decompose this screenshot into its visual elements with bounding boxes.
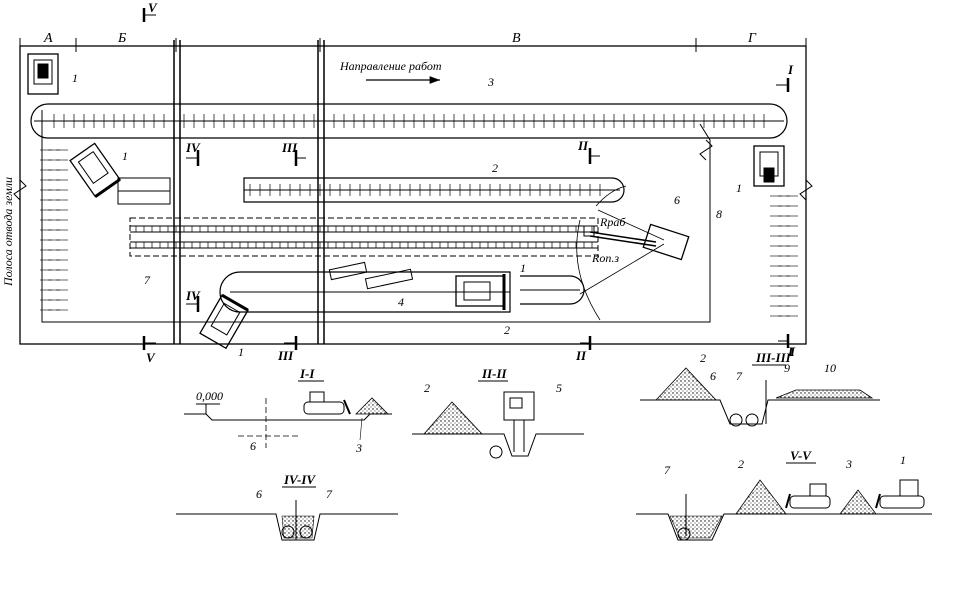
mark-9-section-iii: 9	[784, 361, 790, 375]
title-section-v-v: V-V	[790, 448, 812, 463]
mark-1-a: 1	[72, 71, 78, 85]
topsoil-10	[776, 390, 872, 398]
mark-i-section-iii: I	[787, 344, 794, 359]
zone-a-label: А	[43, 31, 53, 46]
trencher-section-ii	[490, 392, 534, 458]
section-v-top: V	[148, 0, 158, 15]
section-cut-ticks	[144, 15, 788, 343]
zone-v-label: В	[512, 31, 521, 46]
mark-2-plan-b: 2	[504, 323, 510, 337]
section-iv-bottom: IV	[185, 288, 201, 303]
pipe-section-4a	[329, 262, 366, 279]
mark-3-plan: 3	[487, 75, 494, 89]
stockpile-section-i	[356, 398, 388, 414]
mark-8-plan: 8	[716, 207, 722, 221]
section-iv-iv	[176, 500, 398, 540]
trench-ticks	[136, 226, 592, 248]
mark-6-section-i: 6	[250, 439, 256, 453]
right-haul-arrows	[770, 196, 798, 316]
radius-rest-label: Rоп.з	[591, 251, 619, 265]
stockpile-2-section-v	[736, 480, 786, 514]
title-section-i-i: I-I	[299, 366, 315, 381]
mark-3-section-v: 3	[845, 457, 852, 471]
mark-6-plan: 6	[674, 193, 680, 207]
mark-2-section-iii: 2	[700, 351, 706, 365]
mark-1-c: 1	[736, 181, 742, 195]
mark-1-d: 1	[520, 261, 526, 275]
mark-2-plan-a: 2	[492, 161, 498, 175]
stockpile-3-section-v	[840, 490, 876, 514]
section-v-bottom: V	[146, 350, 156, 365]
mark-4-plan: 4	[398, 295, 404, 309]
land-strip-label: Полоса отвода земли	[1, 177, 15, 287]
section-iv-top: IV	[185, 140, 201, 155]
bulldozer-section-v-b	[876, 480, 924, 508]
mark-5-section-ii: 5	[556, 381, 562, 395]
plan-view	[14, 38, 812, 348]
mark-6-section-iv: 6	[256, 487, 262, 501]
bulldozer-section-i	[304, 392, 350, 414]
site-boundary	[20, 46, 806, 344]
bulldozer-right	[754, 146, 784, 186]
elevation-label: 0,000	[196, 389, 223, 403]
mark-7-section-iv: 7	[326, 487, 333, 501]
mark-7-plan: 7	[144, 273, 151, 287]
mark-2-section-v: 2	[738, 457, 744, 471]
section-i-top: I	[787, 62, 794, 77]
zone-g-label: Г	[747, 31, 757, 46]
bulldozer-angled-upper	[70, 143, 120, 196]
section-cut-markers	[144, 8, 788, 350]
section-ii-top: II	[577, 138, 589, 153]
mark-7-section-iii: 7	[736, 369, 743, 383]
section-iii-top: III	[281, 140, 298, 155]
section-v-v	[636, 480, 932, 540]
section-iii-bottom: III	[277, 348, 294, 363]
bulldozer-section-v-a	[786, 484, 830, 508]
stockpile-section-ii	[424, 402, 482, 434]
direction-label: Направление работ	[339, 59, 442, 73]
section-ii-bottom: II	[575, 348, 587, 363]
section-ii-ii	[412, 392, 584, 458]
mark-1-section-v: 1	[900, 453, 906, 467]
section-iii-iii	[640, 368, 880, 426]
zone-b-label: Б	[117, 31, 126, 46]
left-haul-arrows	[40, 150, 68, 310]
radius-work-label: Rраб	[599, 215, 626, 229]
mark-7-section-v: 7	[664, 463, 671, 477]
title-section-iv-iv: IV-IV	[283, 472, 316, 487]
mark-3-section-i: 3	[355, 441, 362, 455]
bulldozer-top-left	[28, 54, 58, 94]
mark-1-b: 1	[122, 149, 128, 163]
stockpile-section-iii	[656, 368, 716, 400]
title-section-ii-ii: II-II	[481, 366, 508, 381]
mark-6-section-iii: 6	[710, 369, 716, 383]
mark-1-e: 1	[238, 345, 244, 359]
mark-10-section-iii: 10	[824, 361, 836, 375]
trench-outline	[130, 218, 598, 256]
mark-2-section-ii: 2	[424, 381, 430, 395]
